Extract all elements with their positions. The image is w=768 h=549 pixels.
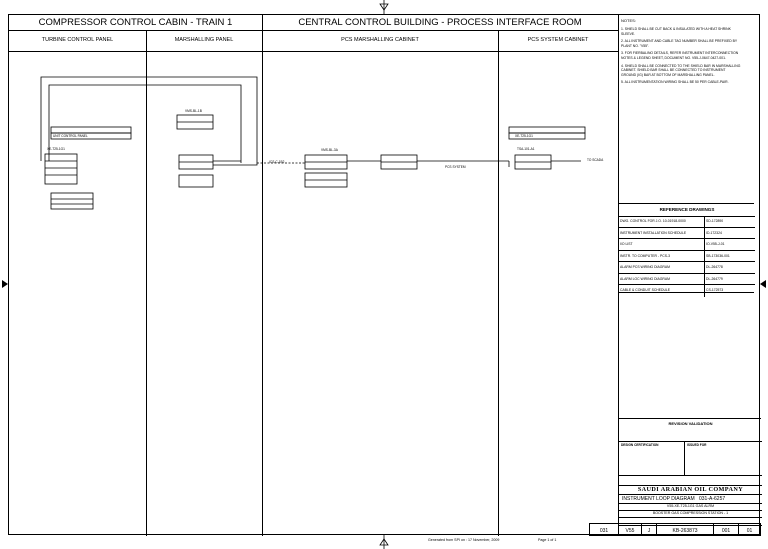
- title-block: REVISION VALIDATION DESIGN CERTIFICATION…: [618, 418, 762, 536]
- subtitle-2: BOOSTER GAS COMPRESSION STATION - 1: [652, 511, 729, 515]
- index-code: V55: [625, 528, 635, 534]
- pcs-io-label: PCS SYSTEM: [445, 165, 466, 169]
- pcs-system-tag-label: XE-T25-1G1: [515, 134, 533, 138]
- note-1: 1. SHIELD SHALL BE CUT BACK & INSULATED …: [621, 27, 731, 36]
- revision-validation-title: REVISION VALIDATION: [668, 421, 713, 426]
- document-title: INSTRUMENT LOOP DIAGRAM: [622, 496, 695, 502]
- turbine-junction-box: [44, 153, 78, 185]
- pcs-system-label: PCS SYSTEM CABINET: [527, 37, 589, 43]
- note-3: 3. FOR FIERBALINO DETAILS, REFER INSTRUM…: [621, 51, 739, 60]
- reference-drawings-table: REFERENCE DRAWINGS DWG. CONTROL FOR J.O.…: [618, 203, 755, 297]
- document-tag: 031-A-6257: [699, 496, 726, 502]
- note-4: 4. SHIELD SHALL BE CONNECTED TO THE SHIE…: [621, 63, 741, 77]
- revision-number: 01: [746, 528, 753, 534]
- reference-title: REFERENCE DRAWINGS: [659, 207, 715, 212]
- note-2: 2. ALL INSTRUMENT AND CABLE TAG NUMBER S…: [621, 39, 738, 48]
- marshalling-panel-label: MARSHALLING PANEL: [174, 37, 234, 43]
- field-tag-label: XE-T25-1G1: [47, 147, 65, 151]
- turbine-terminal-header: [50, 126, 132, 134]
- company-name: SAUDI ARABIAN OIL COMPANY: [637, 486, 744, 493]
- drawing-sheet: COMPRESSOR CONTROL CABIN - TRAIN 1 CENTR…: [8, 14, 762, 536]
- subtitle-1: V55-XE-T25-1G1 GAS ALRM: [666, 504, 715, 508]
- left-area-title: COMPRESSOR CONTROL CABIN - TRAIN 1: [38, 17, 233, 28]
- cable-b-label: VMS-BL-3A: [321, 148, 338, 152]
- pcs-tag-label: TSA-101-A1: [517, 147, 535, 151]
- plant-number: 031: [599, 528, 609, 534]
- turbine-panel-label: TURBINE CONTROL PANEL: [41, 37, 114, 43]
- loop-diagram: [40, 76, 586, 210]
- sheet-number: 001: [721, 528, 731, 534]
- notes-heading: NOTES:: [621, 18, 636, 23]
- design-cert-label: DESIGN CERTIFICATION: [621, 443, 659, 447]
- to-scada-label: TO SCADA: [587, 158, 604, 162]
- generated-footer: Generated from SPI on : 17 November, 200…: [428, 538, 500, 542]
- notes-list: 1. SHIELD SHALL BE CUT BACK & INSULATED …: [621, 27, 741, 85]
- center-area-title: CENTRAL CONTROL BUILDING - PROCESS INTER…: [298, 17, 582, 28]
- pcs-marshalling-label: PCS MARSHALLING CABINET: [341, 37, 419, 43]
- turbine-tag-label: UNIT CONTROL PANEL: [53, 134, 88, 138]
- top-center-marker: [379, 3, 389, 11]
- drawing-number: KB-263873: [672, 528, 698, 534]
- mp-tag-label: VMS-BL-1B: [185, 109, 202, 113]
- class-code: J: [647, 528, 651, 534]
- drawing-id-strip: 031 V55 J KB-263873 001 01: [589, 523, 761, 536]
- bottom-center-marker: [379, 538, 389, 546]
- cable-a-label: ICS-C-1B2: [269, 160, 285, 164]
- page-footer: Page 1 of 1: [538, 538, 557, 542]
- issued-for-label: ISSUED FOR: [687, 443, 707, 447]
- right-edge-marker: [760, 280, 766, 288]
- note-5: 5. ALL INSTRUMENTATION WIRING SHALL BE 5…: [621, 80, 729, 85]
